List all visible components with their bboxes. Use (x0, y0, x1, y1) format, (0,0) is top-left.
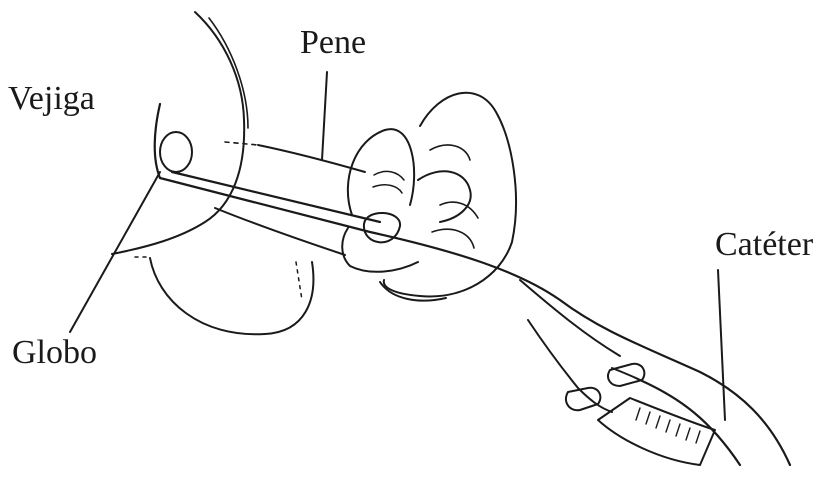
hand-bottom (380, 282, 446, 301)
balloon-label: Globo (12, 336, 97, 370)
catheter-tube-upper (160, 178, 790, 465)
line-art (70, 12, 790, 465)
penis-lower-edge (215, 208, 345, 255)
port-branch-upper (520, 280, 640, 380)
penis-leader-line (322, 72, 327, 160)
penis-upper-edge (258, 145, 365, 172)
catheter-label: Catéter (715, 228, 813, 262)
penis-upper-dashes (225, 142, 258, 145)
penis-label: Pene (300, 26, 366, 60)
balloon-shape (160, 132, 192, 172)
bladder-label: Vejiga (8, 82, 95, 116)
palm-outline (384, 93, 516, 297)
catheter-leader-line (718, 270, 725, 420)
index-finger (418, 171, 471, 222)
syringe-body (598, 398, 715, 465)
catheter-outer-right (640, 380, 740, 465)
scrotum-dashes (135, 257, 302, 300)
scrotum-outline (150, 258, 313, 334)
catheter-tip (155, 104, 160, 178)
balloon-leader-line (70, 172, 160, 332)
port-branch-lower (528, 320, 612, 412)
thumb-crease (373, 171, 404, 193)
